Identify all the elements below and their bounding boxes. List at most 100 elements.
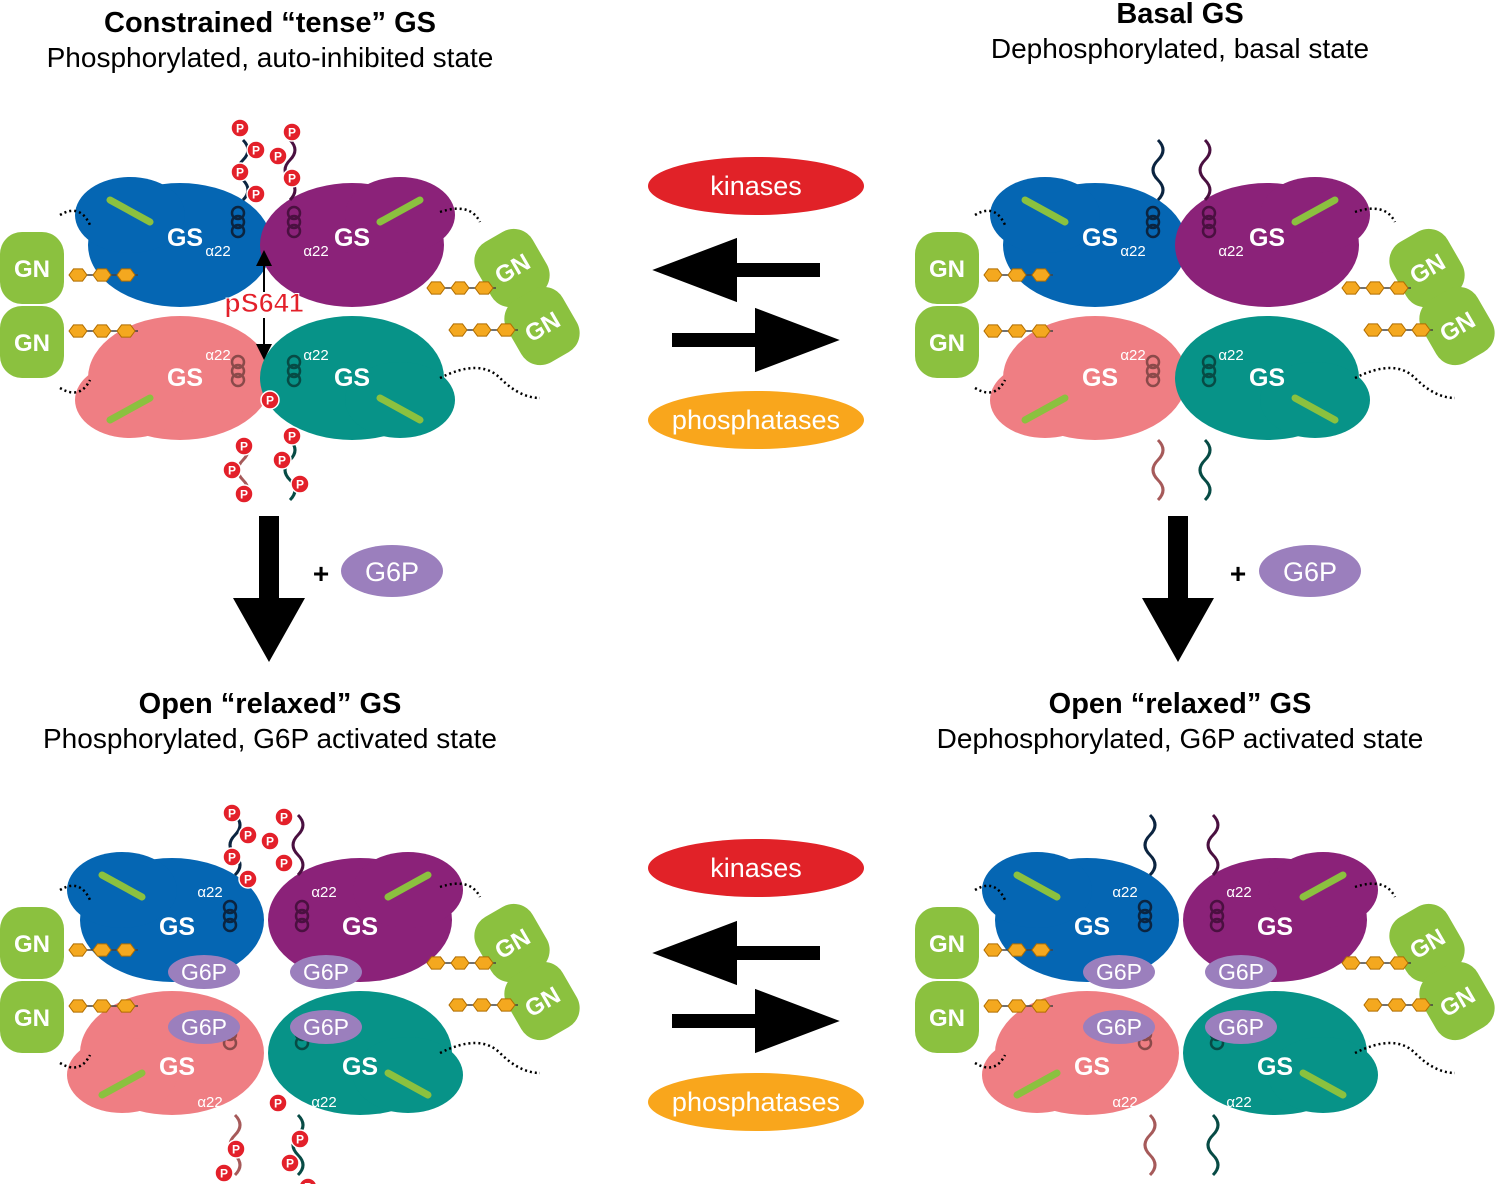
n-terminal-tail bbox=[228, 813, 242, 877]
phosphate-icon: P bbox=[268, 146, 288, 166]
gs-label: GS bbox=[1249, 224, 1285, 252]
glycogen-chain bbox=[68, 999, 138, 1013]
gn-label: GN bbox=[14, 330, 50, 357]
phosphate-icon: P bbox=[222, 803, 242, 823]
title-top-right-heading: Basal GS bbox=[1116, 0, 1244, 30]
alpha22-label: α22 bbox=[1112, 884, 1137, 901]
phosphate-label: P bbox=[280, 857, 288, 871]
alpha22-helix bbox=[1137, 899, 1153, 933]
linker-dotted bbox=[439, 882, 482, 898]
glycogen-chain bbox=[448, 323, 518, 337]
phosphatases-label-top: phosphatases bbox=[672, 405, 840, 435]
alpha22-label: α22 bbox=[1112, 1094, 1137, 1111]
gn-binding-helix bbox=[376, 196, 424, 226]
gn-binding-helix bbox=[1299, 1069, 1347, 1099]
gn-binding-helix bbox=[1291, 196, 1339, 226]
gs-label: GS bbox=[334, 364, 370, 392]
alpha22-label: α22 bbox=[1120, 243, 1145, 260]
gn-label: GN bbox=[929, 931, 965, 958]
phosphate-label: P bbox=[232, 1143, 240, 1157]
arrow-down-left-shaft bbox=[259, 516, 279, 606]
gn-binding-helix bbox=[1021, 196, 1069, 226]
phosphate-icon: P bbox=[274, 807, 294, 827]
title-top-right: Basal GS Dephosphorylated, basal state bbox=[900, 0, 1460, 66]
phosphate-icon: P bbox=[222, 460, 242, 480]
alpha22-helix bbox=[1201, 354, 1217, 388]
equilibrium-bottom: kinases phosphatases bbox=[648, 839, 864, 1131]
phosphate-label: P bbox=[228, 807, 236, 821]
arrow-left-bottom bbox=[652, 920, 820, 986]
arrow-right-bottom bbox=[672, 988, 840, 1054]
gs-label: GS bbox=[342, 1053, 378, 1081]
phosphatases-ellipse-bottom bbox=[648, 1073, 864, 1131]
alpha22-helix bbox=[286, 205, 302, 239]
glycogen-chain bbox=[448, 998, 518, 1012]
phosphate-icon: P bbox=[290, 1129, 310, 1149]
g6p-badge-label: G6P bbox=[1218, 1014, 1264, 1040]
phosphate-label: P bbox=[274, 150, 282, 164]
g6p-badge-label: G6P bbox=[181, 1014, 227, 1040]
g6p-ellipse-left bbox=[341, 545, 443, 597]
phosphate-label: P bbox=[296, 478, 304, 492]
g6p-transition-left: + G6P bbox=[233, 516, 443, 662]
gn-binding-helix bbox=[1021, 394, 1069, 424]
glycogen-chain bbox=[983, 943, 1053, 957]
phosphate-label: P bbox=[228, 464, 236, 478]
phosphate-label: P bbox=[288, 430, 296, 444]
phosphate-label: P bbox=[236, 122, 244, 136]
glycogenin-subunit: GN bbox=[504, 286, 580, 366]
phosphate-label: P bbox=[266, 835, 274, 849]
phosphate-icon: P bbox=[272, 450, 292, 470]
g6p-badge-label: G6P bbox=[1096, 959, 1142, 985]
kinases-ellipse-top bbox=[648, 157, 864, 215]
alpha22-helix bbox=[1209, 899, 1225, 933]
linker-dotted bbox=[439, 207, 482, 223]
kinases-label-bottom: kinases bbox=[710, 853, 802, 883]
phosphatases-label-bottom: phosphatases bbox=[672, 1087, 840, 1117]
n-terminal-tail bbox=[1198, 438, 1212, 502]
g6p-badge-label: G6P bbox=[1096, 1014, 1142, 1040]
phosphate-icon: P bbox=[280, 1153, 300, 1173]
alpha22-label: α22 bbox=[1226, 884, 1251, 901]
alpha22-helix bbox=[1145, 205, 1161, 239]
title-bottom-left-heading: Open “relaxed” GS bbox=[138, 688, 402, 720]
phosphate-label: P bbox=[304, 1181, 312, 1184]
n-terminal-tail bbox=[1143, 1113, 1157, 1177]
arrow-down-left-head bbox=[233, 598, 305, 662]
phosphate-icon: P bbox=[246, 140, 266, 160]
equilibrium-top: kinases phosphatases bbox=[648, 157, 864, 449]
glycogenin-subunit: GN bbox=[504, 961, 580, 1041]
glycogenin-subunit: GN bbox=[915, 232, 979, 304]
phosphate-icon: P bbox=[238, 869, 258, 889]
alpha22-label: α22 bbox=[1226, 1094, 1251, 1111]
phosphate-icon: P bbox=[230, 162, 250, 182]
glycogenin-subunit: GN bbox=[1419, 961, 1495, 1041]
alpha22-label: α22 bbox=[303, 243, 328, 260]
glycogen-chain bbox=[68, 943, 138, 957]
gn-label: GN bbox=[929, 256, 965, 283]
gn-binding-helix bbox=[1013, 1069, 1061, 1099]
gs-label: GS bbox=[159, 913, 195, 941]
glycogenin-subunit: GN bbox=[0, 306, 64, 378]
g6p-transition-right: + G6P bbox=[1142, 516, 1361, 662]
g6p-badge bbox=[1083, 1010, 1155, 1044]
linker-dotted bbox=[1354, 882, 1397, 898]
glycogenin-subunit: GN bbox=[0, 907, 64, 979]
g6p-badge-label: G6P bbox=[303, 959, 349, 985]
n-terminal-tail bbox=[283, 138, 297, 202]
n-terminal-tail bbox=[1151, 438, 1165, 502]
phosphate-label: P bbox=[280, 811, 288, 825]
phosphate-icon: P bbox=[282, 426, 302, 446]
glycogenin-subunit: GN bbox=[0, 232, 64, 304]
alpha22-label: α22 bbox=[197, 1094, 222, 1111]
title-bottom-right: Open “relaxed” GS Dephosphorylated, G6P … bbox=[880, 686, 1480, 756]
phosphate-label: P bbox=[288, 172, 296, 186]
title-bottom-right-heading: Open “relaxed” GS bbox=[1048, 688, 1312, 720]
alpha22-label: α22 bbox=[311, 884, 336, 901]
g6p-label-left: G6P bbox=[365, 557, 419, 587]
gs-label: GS bbox=[342, 913, 378, 941]
glycogen-chain bbox=[68, 324, 138, 338]
